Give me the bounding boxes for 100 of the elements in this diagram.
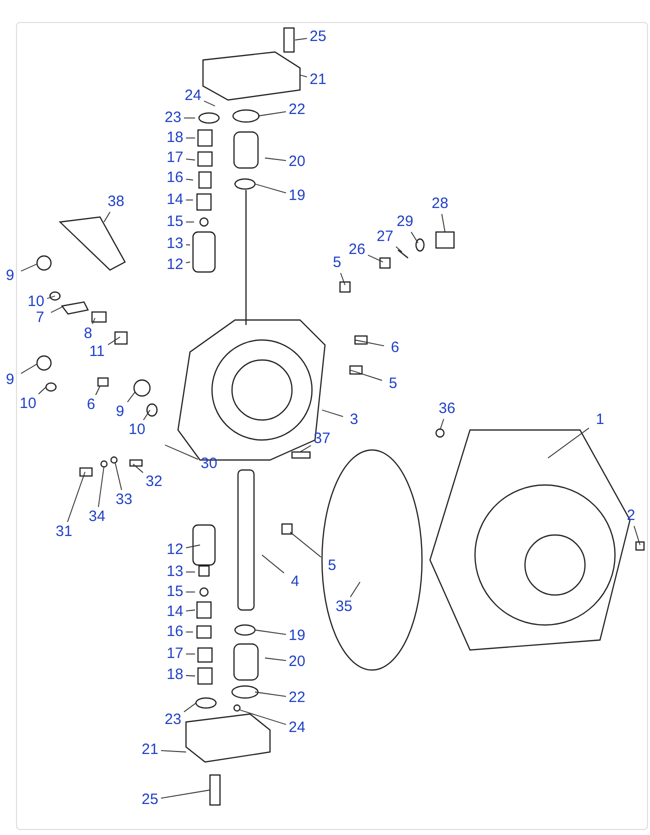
callout-number: 23 (162, 109, 184, 127)
leader-line (108, 336, 120, 346)
callout-number: 31 (53, 523, 75, 541)
callout-number: 17 (164, 645, 186, 663)
callout-number: 6 (384, 339, 406, 357)
leader-line (186, 610, 196, 612)
callout-number: 2 (620, 507, 642, 525)
callout-number: 9 (0, 371, 21, 389)
leader-line (127, 392, 136, 402)
callout-number: 10 (126, 421, 148, 439)
callout-number: 28 (429, 195, 451, 213)
callout-number: 15 (164, 583, 186, 601)
callout-number: 3 (343, 411, 365, 429)
leader-line (340, 272, 346, 286)
callout-number: 9 (0, 267, 21, 285)
leader-line (368, 254, 384, 262)
leader-line (164, 444, 198, 460)
leader-line (264, 158, 286, 162)
callout-number: 33 (113, 491, 135, 509)
callout-number: 10 (17, 395, 39, 413)
leader-line (186, 544, 200, 548)
leader-line (186, 675, 196, 676)
callout-number: 10 (25, 293, 47, 311)
callout-number: 18 (164, 129, 186, 147)
leader-line (186, 244, 190, 246)
callout-number: 15 (164, 213, 186, 231)
callout-number: 11 (86, 343, 108, 361)
leader-line (132, 464, 144, 474)
callout-number: 19 (286, 627, 308, 645)
leader-line (264, 658, 286, 662)
leader-line (67, 472, 86, 522)
leader-line (290, 532, 322, 558)
leader-line (160, 790, 210, 799)
callout-number: 12 (164, 256, 186, 274)
callout-number: 16 (164, 169, 186, 187)
callout-number: 35 (333, 598, 355, 616)
callout-number: 29 (394, 213, 416, 231)
callout-number: 12 (164, 541, 186, 559)
leader-line (50, 306, 62, 313)
callout-number: 9 (109, 403, 131, 421)
callout-number: 36 (436, 400, 458, 418)
callout-number: 1 (589, 411, 611, 429)
leader-line (262, 554, 284, 574)
callout-number: 22 (286, 689, 308, 707)
leader-line (440, 418, 444, 430)
leader-line (300, 445, 312, 452)
callout-number: 13 (164, 235, 186, 253)
callout-number: 27 (374, 228, 396, 246)
leader-line (254, 630, 286, 635)
leader-line (396, 246, 402, 252)
callout-number: 6 (80, 396, 102, 414)
leader-line (322, 410, 344, 418)
callout-number: 21 (139, 741, 161, 759)
callout-number: 7 (29, 309, 51, 327)
callout-number: 5 (326, 254, 348, 272)
callout-number: 25 (307, 28, 329, 46)
callout-number: 26 (346, 241, 368, 259)
callout-number: 25 (139, 791, 161, 809)
leader-line (160, 750, 186, 752)
callout-number: 21 (307, 71, 329, 89)
leader-line (46, 296, 56, 299)
leader-line (20, 364, 38, 374)
leader-line (294, 38, 308, 40)
leader-line (354, 340, 384, 346)
leader-line (204, 100, 216, 106)
leader-line (258, 111, 286, 116)
callout-number: 19 (286, 187, 308, 205)
leader-line (300, 74, 308, 78)
leader-line (114, 462, 122, 490)
leader-line (441, 214, 446, 232)
callout-number: 24 (182, 87, 204, 105)
callout-number: 14 (164, 191, 186, 209)
leader-line (92, 318, 96, 324)
callout-number: 37 (311, 430, 333, 448)
callout-number: 17 (164, 149, 186, 167)
callout-number: 23 (162, 711, 184, 729)
callout-number: 18 (164, 666, 186, 684)
leader-line (186, 178, 194, 180)
callout-number: 20 (286, 653, 308, 671)
callout-number: 5 (321, 557, 343, 575)
callout-number: 14 (164, 603, 186, 621)
leader-line (95, 386, 100, 396)
callout-number: 24 (286, 719, 308, 737)
leader-line (104, 212, 110, 222)
leader-line (240, 710, 286, 725)
callout-number: 4 (284, 573, 306, 591)
leader-line (634, 526, 640, 546)
callout-number: 32 (143, 473, 165, 491)
leader-line (143, 410, 150, 420)
callout-number: 8 (77, 325, 99, 343)
leader-line (184, 702, 196, 712)
callout-number: 38 (105, 193, 127, 211)
leader-line (20, 264, 38, 272)
callout-number: 20 (286, 153, 308, 171)
leader-line (254, 184, 286, 194)
leader-line (350, 582, 360, 598)
callout-number: 5 (382, 375, 404, 393)
leader-line (350, 370, 382, 381)
callout-number: 16 (164, 623, 186, 641)
leader-line (98, 466, 104, 508)
